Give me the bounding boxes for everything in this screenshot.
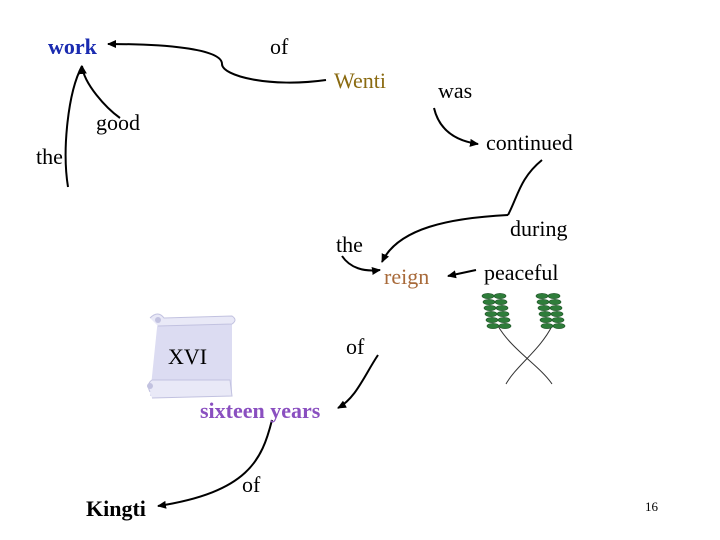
word-reign: reign [384,264,430,289]
word-the-mid: the [336,232,363,257]
arrow-of-to-work [107,40,223,65]
word-wenti: Wenti [334,68,386,93]
arrow-continued-to-reign [507,159,543,216]
word-was: was [438,78,473,103]
word-peaceful: peaceful [484,260,559,285]
arrow-the-to-work [64,65,83,188]
arrow-was-to-continued [433,107,479,147]
word-work: work [48,34,97,59]
word-xvi: XVI [168,344,208,369]
arrow-during-to-reign [381,214,509,263]
arrow-peaceful-to-reign [447,269,477,279]
word-of-mid: of [346,334,365,359]
arrow-sixteen-to-kingti [157,419,273,509]
word-sixteen-years: sixteen years [200,398,321,423]
word-during: during [510,216,568,241]
word-of-top: of [270,34,289,59]
word-good: good [96,110,140,135]
arrow-good-to-work [78,65,121,119]
word-of-bottom: of [242,472,261,497]
page-number: 16 [645,499,658,514]
arrow-the-mid-to-reign [341,255,381,275]
arrow-wenti-to-of [221,63,327,84]
word-the-left: the [36,144,63,169]
arrow-of-to-sixteen [337,354,379,409]
word-continued: continued [486,130,573,155]
word-kingti: Kingti [86,496,146,521]
